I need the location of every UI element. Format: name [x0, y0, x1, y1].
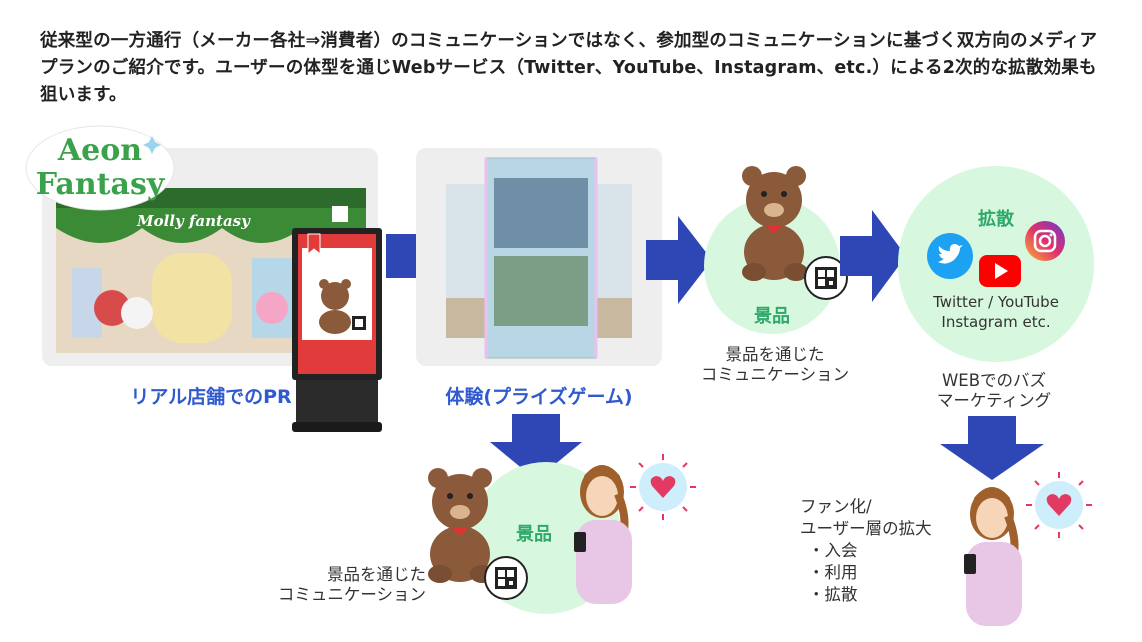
fan-item-spread: ・拡散: [808, 585, 858, 604]
platforms-line2: Instagram etc.: [941, 313, 1051, 331]
prize-caption-line1: 景品を通じた: [725, 345, 825, 364]
fan-item-join: ・入会: [808, 541, 858, 560]
teddy-bear-icon: [408, 462, 518, 592]
teddy-bear-icon: [722, 160, 832, 290]
prize-caption-line2: コミュニケーション: [700, 365, 850, 384]
spread-caption-line2: マーケティング: [936, 391, 1052, 410]
woman-with-phone-icon: [950, 476, 1034, 626]
fan-line1: ファン化/: [800, 497, 872, 516]
crane-photo-panel: [416, 148, 662, 366]
bottom-prize-badge: 景品: [516, 524, 552, 545]
intro-text: 従来型の一方通行（メーカー各社⇒消費者）のコミュニケーションではなく、参加型のコ…: [40, 31, 1098, 105]
qr-code-icon: [804, 256, 848, 300]
arrow-down-icon: [490, 414, 582, 480]
crane-caption: 体験(プライズゲーム): [445, 386, 633, 408]
arrow-right-icon: [840, 210, 906, 302]
crane-game-photo: [446, 157, 632, 359]
prize-badge: 景品: [754, 306, 790, 327]
logo-line2: Fantasy: [36, 167, 166, 202]
youtube-icon: [978, 254, 1022, 288]
heart-burst-icon: [628, 452, 698, 522]
bottom-prize-caption-line2: コミュニケーション: [277, 585, 426, 604]
fan-item-use: ・利用: [808, 563, 858, 582]
aeon-fantasy-logo: Aeon Fantasy: [22, 118, 178, 214]
platforms-line1: Twitter / YouTube: [933, 293, 1059, 311]
woman-with-phone-icon: [560, 454, 644, 604]
spread-caption-line1: WEBでのバズ: [941, 371, 1047, 390]
spread-title: 拡散: [978, 209, 1014, 230]
logo-line1: Aeon: [57, 133, 142, 168]
twitter-icon: [926, 232, 974, 280]
store-sign-text: Molly fantasy: [136, 212, 251, 230]
digital-signage: [290, 226, 390, 434]
arrow-right-icon: [646, 216, 712, 304]
arrow-down-icon: [940, 416, 1044, 480]
fan-line2: ユーザー層の拡大: [800, 519, 932, 538]
bottom-prize-caption-line1: 景品を通じた: [327, 565, 426, 584]
heart-burst-icon: [1024, 470, 1094, 540]
instagram-icon: [1024, 220, 1066, 262]
qr-code-icon: [484, 556, 528, 600]
store-caption: リアル店舗でのPR: [130, 386, 292, 408]
